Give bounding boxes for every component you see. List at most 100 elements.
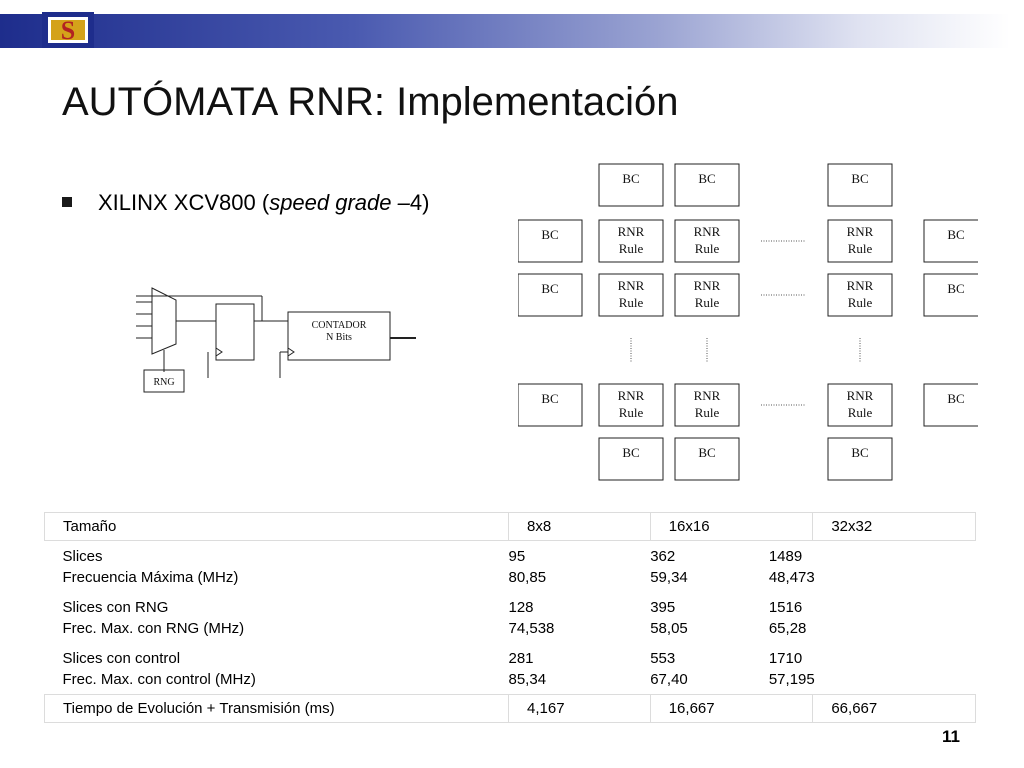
cell-value: 74,538	[508, 620, 555, 637]
boundary-cell-label: BC	[947, 281, 964, 296]
cell-value: 57,195	[768, 671, 815, 688]
boundary-cell-label: BC	[698, 171, 715, 186]
boundary-cell-label: BC	[541, 391, 558, 406]
rnr-rule-cell-label: RNR	[694, 388, 721, 403]
cell-value: 67,40	[650, 671, 688, 688]
cell-value: 1516	[768, 599, 803, 616]
boundary-cell-label: BC	[541, 227, 558, 242]
counter-label-line1: CONTADOR	[312, 320, 367, 331]
rnr-rule-cell-label: RNR	[618, 388, 645, 403]
header-cell-size: Tamaño	[44, 512, 509, 541]
bullet-item: XILINX XCV800 (speed grade –4)	[62, 190, 429, 216]
boundary-cell-label: BC	[947, 391, 964, 406]
rnr-rule-cell-box	[674, 273, 740, 317]
cell-value: 1710	[768, 650, 803, 667]
boundary-cell-box	[827, 437, 893, 481]
rnr-rule-cell-box	[827, 219, 893, 263]
rnr-rule-cell-label: RNR	[694, 278, 721, 293]
rng-label: RNG	[153, 377, 174, 388]
row-label: Slices con RNG	[62, 599, 169, 616]
cell-value: 362	[650, 548, 676, 565]
rnr-rule-cell-box	[674, 383, 740, 427]
boundary-cell-label: BC	[947, 227, 964, 242]
flip-flop-box	[215, 303, 255, 361]
rnr-rule-cell-label: RNR	[618, 224, 645, 239]
table-footer-row: Tiempo de Evolución + Transmisión (ms) 4…	[44, 694, 976, 723]
boundary-cell-label: BC	[622, 171, 639, 186]
rng-box	[143, 369, 185, 393]
rnr-rule-cell-box	[598, 383, 664, 427]
footer-cell-16x16: 16,667	[649, 694, 814, 723]
boundary-cell-box	[827, 163, 893, 207]
rnr-rule-cell-box	[674, 219, 740, 263]
boundary-cell-box	[598, 437, 664, 481]
mux-shape	[151, 287, 177, 355]
cell-value: 85,34	[508, 671, 547, 688]
cell-value: 58,05	[650, 620, 688, 637]
cell-value: 128	[508, 599, 534, 616]
rnr-rule-cell-box	[827, 273, 893, 317]
boundary-cell-box	[674, 437, 740, 481]
boundary-cell-label: BC	[541, 281, 558, 296]
cell-value: 1489	[768, 548, 803, 565]
boundary-cell-box	[518, 219, 583, 263]
row-label: Frec. Max. con RNG (MHz)	[62, 620, 245, 637]
row-label: Slices con control	[62, 650, 181, 667]
row-label: Frecuencia Máxima (MHz)	[62, 569, 239, 586]
rnr-rule-cell-label: Rule	[695, 241, 720, 256]
rnr-rule-cell-label: Rule	[619, 241, 644, 256]
boundary-cell-box	[518, 273, 583, 317]
circuit-diagram: RNG CONTADOR N Bits	[136, 287, 416, 393]
boundary-cell-label: BC	[698, 445, 715, 460]
cell-value: 281	[508, 650, 534, 667]
footer-cell-32x32: 66,667	[812, 694, 976, 723]
logo-letter: S	[61, 16, 75, 45]
bullet-text-prefix: XILINX XCV800 (	[98, 190, 270, 215]
boundary-cell-label: BC	[622, 445, 639, 460]
cell-value: 80,85	[508, 569, 547, 586]
boundary-cell-box	[923, 383, 978, 427]
row-label: Slices	[62, 548, 103, 565]
rnr-rule-cell-label: RNR	[694, 224, 721, 239]
cell-value: 95	[508, 548, 526, 565]
cell-value: 65,28	[768, 620, 807, 637]
footer-cell-label: Tiempo de Evolución + Transmisión (ms)	[44, 694, 509, 723]
footer-cell-8x8: 4,167	[508, 694, 651, 723]
rnr-rule-cell-label: RNR	[847, 388, 874, 403]
rnr-rule-cell-label: Rule	[695, 295, 720, 310]
header-cell-8x8: 8x8	[508, 512, 651, 541]
bullet-text-italic: speed grade –	[269, 190, 410, 215]
rnr-rule-cell-label: RNR	[618, 278, 645, 293]
boundary-cell-box	[674, 163, 740, 207]
boundary-cell-box	[518, 383, 583, 427]
boundary-cell-label: BC	[851, 445, 868, 460]
cell-value: 553	[650, 650, 676, 667]
page-number: 11	[942, 727, 960, 746]
table-row: Slices con RNG Frec. Max. con RNG (MHz) 1…	[45, 592, 976, 643]
counter-label-line2: N Bits	[326, 332, 352, 343]
rnr-rule-cell-label: Rule	[619, 295, 644, 310]
rnr-rule-cell-box	[598, 273, 664, 317]
rnr-rule-cell-label: Rule	[848, 295, 873, 310]
bullet-text-suffix: 4)	[409, 190, 430, 215]
boundary-cell-box	[598, 163, 664, 207]
bullet-square-icon	[62, 197, 72, 208]
rnr-rule-cell-label: RNR	[847, 278, 874, 293]
counter-box	[287, 311, 391, 361]
cell-value: 48,473	[768, 569, 815, 586]
rnr-rule-cell-box	[827, 383, 893, 427]
cell-value: 59,34	[650, 569, 688, 586]
rnr-rule-cell-label: Rule	[695, 405, 720, 420]
header-gradient-band	[0, 14, 1010, 48]
logo-icon: S	[42, 12, 94, 48]
rnr-rule-cell-box	[598, 219, 664, 263]
boundary-cell-box	[923, 273, 978, 317]
rnr-rule-cell-label: Rule	[848, 241, 873, 256]
header-cell-16x16: 16x16	[649, 512, 814, 541]
rnr-rule-cell-label: Rule	[619, 405, 644, 420]
header-cell-32x32: 32x32	[812, 512, 976, 541]
table-header-row: Tamaño 8x8 16x16 32x32	[44, 512, 976, 541]
